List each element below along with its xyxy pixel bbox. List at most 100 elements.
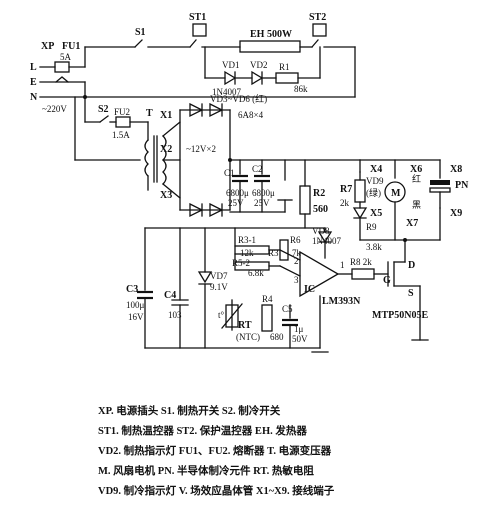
label-x5: X5 [370, 208, 382, 219]
label-ic: IC [304, 284, 315, 295]
label-black: 黑 [412, 200, 421, 210]
label-1u: 1μ [294, 324, 304, 334]
label-c3: C3 [126, 284, 138, 295]
label-x4: X4 [370, 164, 382, 175]
component-labels: XP FU1 L E N 5A ~220V S1 ST1 ST2 EH 500W… [30, 12, 469, 344]
resistor-r4 [261, 304, 273, 332]
label-1-5a: 1.5A [112, 130, 130, 140]
label-pn: PN [455, 180, 469, 191]
label-x3: X3 [160, 190, 172, 201]
label-103: 103 [168, 310, 182, 320]
label-50v: 50V [292, 334, 308, 344]
thermostat-st2 [312, 23, 327, 37]
legend-line-1: XP. 电源插头 S1. 制热开关 S2. 制冷开关 [98, 404, 281, 417]
filter-capacitors [229, 159, 293, 213]
heating-rail [83, 23, 356, 99]
label-680: 680 [270, 332, 284, 342]
label-x7: X7 [406, 218, 418, 229]
label-x1: X1 [160, 110, 172, 121]
label-c5: C5 [282, 304, 293, 314]
label-2ka: 2k [340, 198, 350, 208]
label-red: 红 [412, 173, 421, 184]
ground-pin-e [55, 76, 69, 83]
led-vd2 [251, 70, 264, 86]
thermistor-rt [225, 304, 239, 328]
resistor-r8 [351, 268, 375, 280]
label-ntc: (NTC) [236, 332, 260, 342]
label-r7: R7 [340, 184, 352, 195]
label-d: D [408, 260, 415, 271]
label-x6: X6 [410, 164, 422, 175]
legend: XP. 电源插头 S1. 制热开关 S2. 制冷开关 ST1. 制热温控器 ST… [98, 404, 335, 497]
label-mtp50n05e: MTP50N05E [372, 310, 428, 321]
label-220v: ~220V [42, 104, 67, 114]
label-x2: X2 [160, 144, 172, 155]
label-c4: C4 [164, 290, 176, 301]
led-vd9 [352, 207, 368, 220]
diode-vd6 [209, 202, 224, 218]
label-1n4007: 1N4007 [212, 87, 241, 97]
label-vd7: VD7 [210, 271, 228, 281]
resistor-r7 [354, 179, 366, 203]
label-x8: X8 [450, 164, 462, 175]
label-6800a: 6800μ [226, 188, 249, 198]
label-c2: C2 [252, 164, 263, 174]
fuse-fu1 [54, 61, 70, 73]
label-s2: S2 [98, 104, 109, 115]
diode-vd4 [209, 102, 224, 118]
label-green: (绿) [366, 187, 381, 198]
label-pin1: 1 [340, 260, 345, 270]
label-eh: EH 500W [250, 29, 292, 40]
label-1n4007b: 1N4007 [312, 236, 341, 246]
label-12v: ~12V×2 [186, 144, 216, 154]
control-section [137, 159, 429, 353]
label-6a8: 6A8×4 [238, 110, 264, 120]
label-st2: ST2 [309, 12, 326, 23]
heater-eh [239, 40, 301, 53]
label-12k: 12k [240, 248, 254, 258]
label-e: E [30, 77, 37, 88]
label-vd9: VD9 [366, 176, 384, 186]
label-3-8k: 3.8k [366, 242, 382, 252]
label-st1: ST1 [189, 12, 206, 23]
label-vd3-vd6: VD3~VD6 (红) [210, 93, 267, 104]
transformer-primary [144, 139, 149, 177]
diode-vd1 [224, 70, 237, 86]
switch-s2 [99, 115, 109, 123]
label-r5-2: R5-2 [232, 258, 250, 268]
fuse-fu2 [115, 116, 131, 128]
thermostat-st1 [192, 23, 207, 37]
label-fu2: FU2 [114, 107, 130, 117]
load-section [352, 159, 451, 263]
label-vd1: VD1 [222, 60, 240, 70]
label-6-8k: 6.8k [248, 268, 264, 278]
label-r9: R9 [366, 222, 377, 232]
comparator-ic [299, 250, 340, 298]
label-lm393n: LM393N [322, 296, 361, 307]
transformer-section [74, 81, 361, 218]
switch-s1 [134, 39, 143, 48]
label-9-1v: 9.1V [210, 282, 228, 292]
label-25va: 25V [228, 198, 244, 208]
label-r4: R4 [262, 294, 273, 304]
resistor-r3 [279, 239, 289, 261]
label-s: S [408, 288, 414, 299]
legend-line-5: VD9. 制冷指示灯 V. 场效应晶体管 X1~X9. 接线端子 [98, 484, 335, 497]
label-xp: XP [41, 41, 54, 52]
label-86k: 86k [294, 84, 308, 94]
label-vd2: VD2 [250, 60, 268, 70]
label-r6: R6 [290, 235, 301, 245]
diode-vd3 [189, 102, 204, 118]
label-l: L [30, 62, 37, 73]
label-560: 560 [313, 204, 328, 215]
label-r8: R8 2k [350, 257, 372, 267]
label-pin2: 2 [294, 256, 299, 266]
label-c1: C1 [224, 168, 235, 178]
label-x9: X9 [450, 208, 462, 219]
label-s1: S1 [135, 27, 146, 38]
label-pin3: 3 [294, 275, 299, 285]
label-r3: R3 [268, 248, 279, 258]
legend-line-4: M. 风扇电机 PN. 半导体制冷元件 RT. 热敏电阻 [98, 464, 314, 477]
resistor-r2 [299, 185, 311, 215]
